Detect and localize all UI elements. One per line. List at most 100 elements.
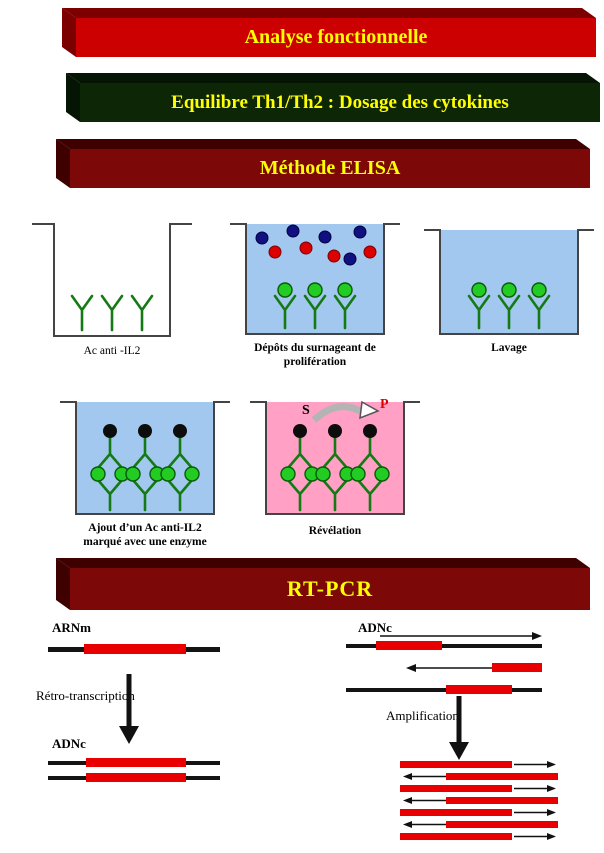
well-outline — [230, 223, 400, 335]
caption-well-3: Lavage — [424, 341, 594, 355]
antigen-dot — [350, 466, 366, 482]
amplification-label: Amplification — [386, 708, 459, 723]
arrowhead-icon — [119, 726, 139, 744]
antigen-dot — [307, 282, 323, 298]
cytokine-dot-red — [268, 245, 282, 259]
banner-methode-elisa: Méthode ELISA — [56, 139, 590, 188]
arnm-label: ARNm — [52, 620, 91, 635]
banner-analyse-fonctionnelle: Analyse fonctionnelle — [62, 8, 596, 57]
detection-antibody-icon — [356, 436, 384, 470]
banner-face: RT-PCR — [70, 568, 590, 610]
antibody-icon — [273, 294, 297, 330]
banner-3d-side — [62, 8, 76, 57]
dna-backbone — [346, 644, 542, 648]
antigen-dot — [471, 282, 487, 298]
cytokine-dot-red — [363, 245, 377, 259]
well-outline — [32, 223, 192, 337]
detection-antibody-icon — [286, 436, 314, 470]
well-outline — [250, 401, 420, 515]
antibody-icon — [333, 294, 357, 330]
antigen-dot — [531, 282, 547, 298]
banner-face: Equilibre Th1/Th2 : Dosage des cytokines — [80, 83, 600, 122]
caption-line: Dépôts du surnageant de — [254, 342, 376, 354]
banner-face: Méthode ELISA — [70, 149, 590, 188]
banner-3d-top — [62, 8, 596, 18]
cytokine-dot-navy — [286, 224, 300, 238]
enzyme-dot — [293, 424, 307, 438]
caption-line: marqué avec une enzyme — [83, 536, 207, 549]
antigen-dot — [277, 282, 293, 298]
dna-coding-segment — [446, 685, 512, 694]
mrna-strand — [48, 644, 220, 654]
caption-well-2: Dépôts du surnageant de prolifération — [230, 341, 400, 370]
arrowhead-icon — [403, 797, 412, 804]
cytokine-dot-red — [299, 241, 313, 255]
well-outline — [424, 229, 594, 335]
down-arrow-amplification — [449, 696, 469, 760]
cytokine-dot-navy — [318, 230, 332, 244]
arrowhead-icon — [359, 400, 380, 420]
primer-segment — [492, 663, 542, 672]
antibody-icon — [527, 294, 551, 330]
banner-3d-side — [66, 73, 80, 122]
banner-title: RT-PCR — [286, 576, 374, 601]
down-arrow-retro — [119, 674, 139, 744]
detection-antibody-icon — [131, 436, 159, 470]
dna-coding-segment — [86, 773, 186, 782]
antigen-dot — [280, 466, 296, 482]
well-capture-antibody — [32, 223, 192, 337]
amplicon-strand — [400, 833, 512, 840]
arrowhead-icon — [547, 761, 556, 768]
antibody-icon — [356, 478, 384, 512]
enzyme-dot — [328, 424, 342, 438]
detection-antibody-icon — [96, 436, 124, 470]
caption-line: Lavage — [491, 342, 527, 354]
enzyme-dot — [363, 424, 377, 438]
antigen-dot — [184, 466, 200, 482]
antigen-dot — [374, 466, 390, 482]
cdna-with-primers — [346, 632, 542, 694]
banner-3d-side — [56, 139, 70, 188]
substrate-label: S — [302, 403, 310, 418]
pcr-products — [400, 761, 558, 840]
amplicon-strand — [446, 821, 558, 828]
antibody-icon — [70, 294, 94, 332]
enzyme-dot — [138, 424, 152, 438]
amplicon-strand — [400, 785, 512, 792]
well-supernatant — [230, 223, 400, 335]
antibody-icon — [286, 478, 314, 512]
detection-antibody-icon — [166, 436, 194, 470]
antibody-icon — [166, 478, 194, 512]
adnc-right-label: ADNc — [358, 620, 392, 635]
banner-3d-top — [66, 73, 600, 83]
cdna-double-strand — [48, 758, 220, 782]
cytokine-dot-navy — [343, 252, 357, 266]
caption-well-1: Ac anti -IL2 — [32, 344, 192, 358]
detection-antibody-icon — [321, 436, 349, 470]
well-wash — [424, 229, 594, 335]
antibody-icon — [96, 478, 124, 512]
antigen-dot — [160, 466, 176, 482]
antigen-dot — [90, 466, 106, 482]
cytokine-dot-navy — [255, 231, 269, 245]
amplicon-strand — [400, 761, 512, 768]
antigen-dot — [315, 466, 331, 482]
arrowhead-icon — [547, 785, 556, 792]
well-outline — [60, 401, 230, 515]
caption-line: prolifération — [283, 356, 347, 369]
banner-rt-pcr: RT-PCR — [56, 558, 590, 610]
banner-3d-top — [56, 558, 590, 568]
amplicon-strand — [446, 797, 558, 804]
retro-transcription-label: Rétro-transcription — [36, 688, 135, 703]
well-revelation: S P — [250, 397, 420, 515]
caption-line: Ajout d’un Ac anti-IL2 — [88, 522, 202, 534]
antibody-icon — [467, 294, 491, 330]
banner-title: Equilibre Th1/Th2 : Dosage des cytokines — [171, 91, 509, 113]
enzyme-dot — [103, 424, 117, 438]
dna-coding-segment — [84, 644, 186, 654]
banner-3d-top — [56, 139, 590, 149]
caption-well-4: Ajout d’un Ac anti-IL2 marqué avec une e… — [60, 521, 230, 550]
enzyme-dot — [173, 424, 187, 438]
antibody-icon — [321, 478, 349, 512]
